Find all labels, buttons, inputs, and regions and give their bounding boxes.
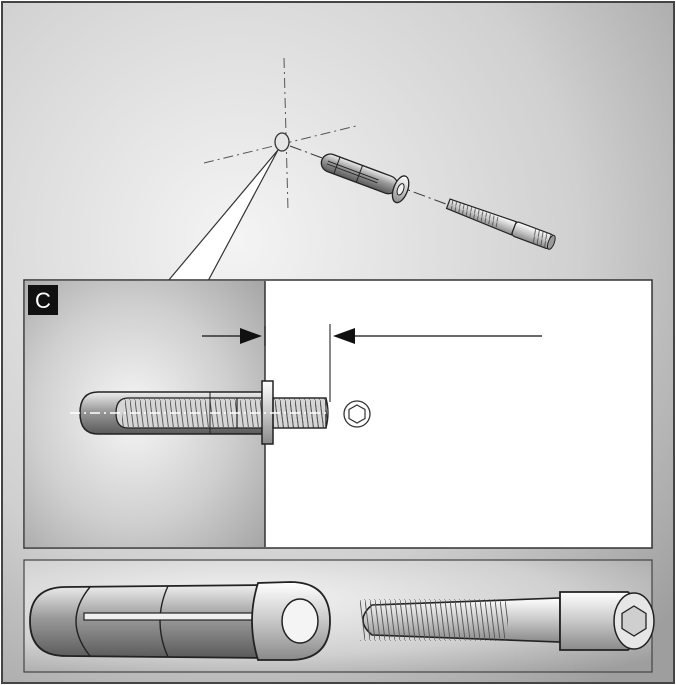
bolt-small xyxy=(445,198,556,250)
bolt-protrusion xyxy=(272,397,329,429)
dimension-arrow-right xyxy=(333,328,355,344)
hex-socket-icon xyxy=(343,400,371,428)
vertical-centerline xyxy=(283,57,289,211)
detail-badge xyxy=(28,285,58,315)
bolt-large xyxy=(360,591,655,651)
dimension-arrow-left xyxy=(240,328,262,344)
hex-socket-head xyxy=(621,605,647,637)
horizontal-centerline xyxy=(203,125,357,164)
drill-hole xyxy=(274,132,290,152)
detail-badge-label: C xyxy=(35,288,51,313)
anchor-large xyxy=(29,581,331,661)
overview-scene xyxy=(203,57,556,250)
detail-view: C xyxy=(23,279,653,549)
anchor-small xyxy=(320,153,410,204)
